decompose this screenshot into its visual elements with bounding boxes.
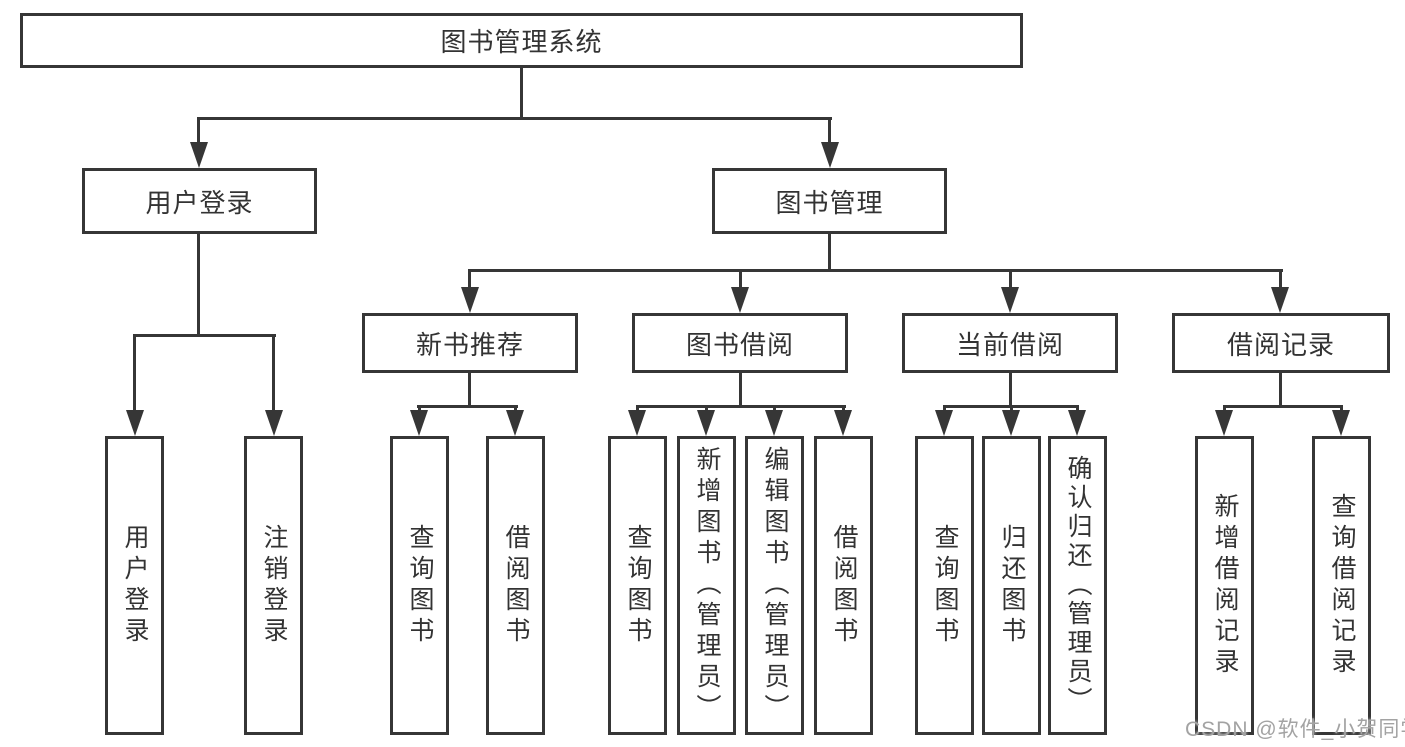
arrow-down-icon bbox=[765, 410, 783, 436]
leaf-add-borrow-record-label: 新增借阅记录 bbox=[1211, 492, 1239, 679]
leaf-query-borrow-record: 查询借阅记录 bbox=[1312, 436, 1371, 735]
connector-line bbox=[739, 269, 742, 291]
leaf-query-book-3: 查询图书 bbox=[915, 436, 974, 735]
leaf-query-book-3-label: 查询图书 bbox=[931, 523, 959, 648]
leaf-query-borrow-record-label: 查询借阅记录 bbox=[1328, 492, 1356, 679]
node-book-management: 图书管理 bbox=[712, 168, 947, 234]
node-current-borrow-label: 当前借阅 bbox=[955, 329, 1064, 360]
arrow-down-icon bbox=[461, 287, 479, 313]
arrow-down-icon bbox=[265, 410, 283, 436]
arrow-down-icon bbox=[190, 142, 208, 168]
connector-line bbox=[520, 67, 523, 120]
leaf-user-login-label: 用户登录 bbox=[121, 523, 149, 648]
leaf-logout-label: 注销登录 bbox=[260, 523, 288, 648]
connector-line bbox=[1009, 269, 1012, 291]
node-book-borrow-label: 图书借阅 bbox=[685, 329, 794, 360]
leaf-user-login: 用户登录 bbox=[105, 436, 164, 735]
leaf-add-book-admin: 新增图书（管理员） bbox=[677, 436, 736, 735]
arrow-down-icon bbox=[1002, 410, 1020, 436]
connector-line bbox=[1009, 372, 1012, 408]
connector-line bbox=[417, 405, 518, 408]
leaf-confirm-return-admin-label: 确认归还（管理员） bbox=[1064, 455, 1092, 716]
leaf-borrow-book-1-label: 借阅图书 bbox=[502, 523, 530, 648]
connector-line bbox=[468, 269, 1283, 272]
node-book-borrow: 图书借阅 bbox=[632, 313, 848, 373]
leaf-borrow-book-2: 借阅图书 bbox=[814, 436, 873, 735]
arrow-down-icon bbox=[1332, 410, 1350, 436]
connector-line bbox=[468, 372, 471, 408]
connector-line bbox=[828, 117, 831, 145]
leaf-return-book-label: 归还图书 bbox=[998, 523, 1026, 648]
connector-line bbox=[1279, 269, 1282, 291]
node-new-book-recommend: 新书推荐 bbox=[362, 313, 578, 373]
leaf-confirm-return-admin: 确认归还（管理员） bbox=[1048, 436, 1107, 735]
connector-line bbox=[197, 117, 200, 145]
arrow-down-icon bbox=[731, 287, 749, 313]
connector-line bbox=[197, 233, 200, 337]
leaf-query-book-1: 查询图书 bbox=[390, 436, 449, 735]
node-borrow-record: 借阅记录 bbox=[1172, 313, 1390, 373]
node-root: 图书管理系统 bbox=[20, 13, 1023, 68]
arrow-down-icon bbox=[821, 142, 839, 168]
arrow-down-icon bbox=[126, 410, 144, 436]
leaf-query-book-2-label: 查询图书 bbox=[624, 523, 652, 648]
node-book-management-label: 图书管理 bbox=[775, 187, 884, 218]
connector-line bbox=[1279, 372, 1282, 408]
node-new-book-recommend-label: 新书推荐 bbox=[415, 329, 524, 360]
connector-line bbox=[133, 334, 276, 337]
node-user-login-label: 用户登录 bbox=[145, 187, 254, 218]
leaf-query-book-2: 查询图书 bbox=[608, 436, 667, 735]
leaf-edit-book-admin: 编辑图书（管理员） bbox=[745, 436, 804, 735]
connector-line bbox=[468, 269, 471, 291]
arrow-down-icon bbox=[697, 410, 715, 436]
connector-line bbox=[739, 372, 742, 408]
leaf-edit-book-admin-label: 编辑图书（管理员） bbox=[761, 446, 789, 725]
leaf-add-book-admin-label: 新增图书（管理员） bbox=[693, 446, 721, 725]
connector-line bbox=[272, 334, 275, 412]
arrow-down-icon bbox=[506, 410, 524, 436]
connector-line bbox=[197, 117, 832, 120]
leaf-query-book-1-label: 查询图书 bbox=[406, 523, 434, 648]
connector-line bbox=[828, 233, 831, 272]
leaf-return-book: 归还图书 bbox=[982, 436, 1041, 735]
arrow-down-icon bbox=[834, 410, 852, 436]
leaf-add-borrow-record: 新增借阅记录 bbox=[1195, 436, 1254, 735]
arrow-down-icon bbox=[1068, 410, 1086, 436]
arrow-down-icon bbox=[1271, 287, 1289, 313]
arrow-down-icon bbox=[1001, 287, 1019, 313]
arrow-down-icon bbox=[628, 410, 646, 436]
connector-line bbox=[636, 405, 846, 408]
leaf-borrow-book-2-label: 借阅图书 bbox=[830, 523, 858, 648]
node-borrow-record-label: 借阅记录 bbox=[1226, 329, 1335, 360]
connector-line bbox=[1223, 405, 1343, 408]
leaf-logout: 注销登录 bbox=[244, 436, 303, 735]
connector-line bbox=[133, 334, 136, 412]
arrow-down-icon bbox=[935, 410, 953, 436]
arrow-down-icon bbox=[1215, 410, 1233, 436]
leaf-borrow-book-1: 借阅图书 bbox=[486, 436, 545, 735]
node-user-login: 用户登录 bbox=[82, 168, 317, 234]
node-current-borrow: 当前借阅 bbox=[902, 313, 1118, 373]
arrow-down-icon bbox=[410, 410, 428, 436]
csdn-watermark: CSDN @软件_小贺同学 bbox=[1185, 718, 1405, 741]
node-root-label: 图书管理系统 bbox=[440, 27, 603, 57]
